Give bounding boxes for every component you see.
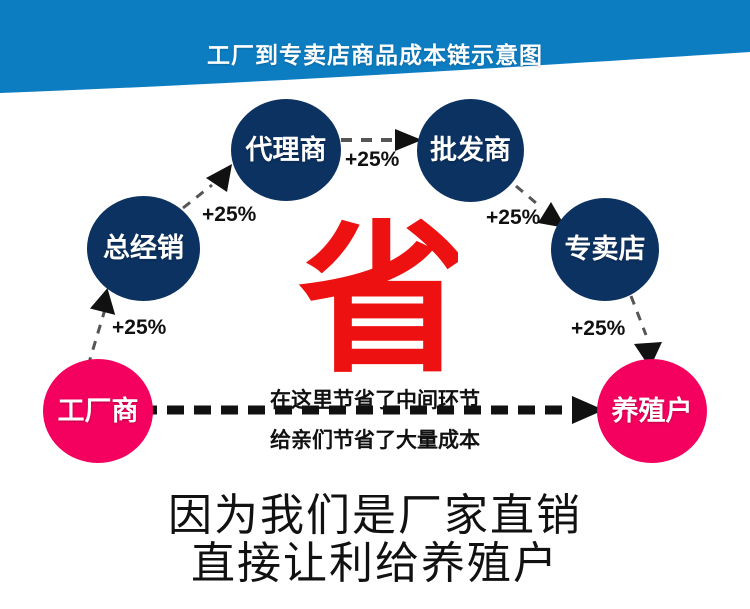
- dashed-connector-icon: [515, 184, 543, 210]
- header-banner: 工厂到专卖店商品成本链示意图: [0, 0, 750, 100]
- direct-channel-arrow-icon: [140, 396, 604, 424]
- connector-factory-to-distributor: [86, 288, 116, 367]
- arrow-head-icon: [572, 396, 604, 424]
- markup-label-distributor-agent: +25%: [202, 203, 257, 226]
- save-character: 省: [298, 218, 458, 390]
- node-store-label: 专卖店: [564, 234, 646, 265]
- node-agent[interactable]: 代理商: [231, 99, 341, 201]
- connector-distributor-to-agent: [182, 164, 232, 210]
- arrow-head-icon: [634, 342, 662, 368]
- node-store[interactable]: 专卖店: [551, 198, 659, 301]
- footer-slogan-line-1: 因为我们是厂家直销: [168, 490, 582, 541]
- node-distributor[interactable]: 总经销: [87, 196, 200, 301]
- arrow-head-icon: [206, 164, 232, 192]
- node-farmer[interactable]: 养殖户: [597, 359, 707, 463]
- node-distributor-label: 总经销: [103, 233, 184, 264]
- center-slogan-line-2: 给亲们节省了大量成本: [270, 428, 480, 452]
- arrow-head-icon: [395, 129, 422, 151]
- node-wholesaler[interactable]: 批发商: [417, 99, 524, 202]
- connector-store-to-farmer: [629, 295, 662, 368]
- node-farmer-label: 养殖户: [611, 395, 693, 427]
- markup-label-store-farmer: +25%: [571, 317, 626, 340]
- center-slogan-line-1: 在这里节省了中间环节: [270, 388, 480, 412]
- footer-slogan: 因为我们是厂家直销 直接让利给养殖户: [0, 492, 750, 588]
- markup-label-agent-wholesaler: +25%: [345, 148, 400, 171]
- dashed-connector-icon: [86, 305, 108, 367]
- dashed-connector-icon: [182, 183, 213, 210]
- footer-slogan-line-2: 直接让利给养殖户: [191, 538, 559, 589]
- arrow-head-icon: [89, 288, 116, 315]
- banner-shape: [0, 0, 750, 93]
- connector-agent-to-wholesaler: [341, 129, 422, 151]
- node-factory[interactable]: 工厂商: [43, 359, 153, 463]
- page-title: 工厂到专卖店商品成本链示意图: [207, 43, 543, 69]
- dashed-connector-icon: [629, 295, 648, 336]
- node-agent-label: 代理商: [245, 134, 327, 166]
- node-wholesaler-label: 批发商: [430, 135, 511, 166]
- markup-label-wholesaler-store: +25%: [486, 206, 541, 229]
- node-factory-label: 工厂商: [57, 395, 139, 427]
- markup-label-factory-distributor: +25%: [112, 316, 167, 339]
